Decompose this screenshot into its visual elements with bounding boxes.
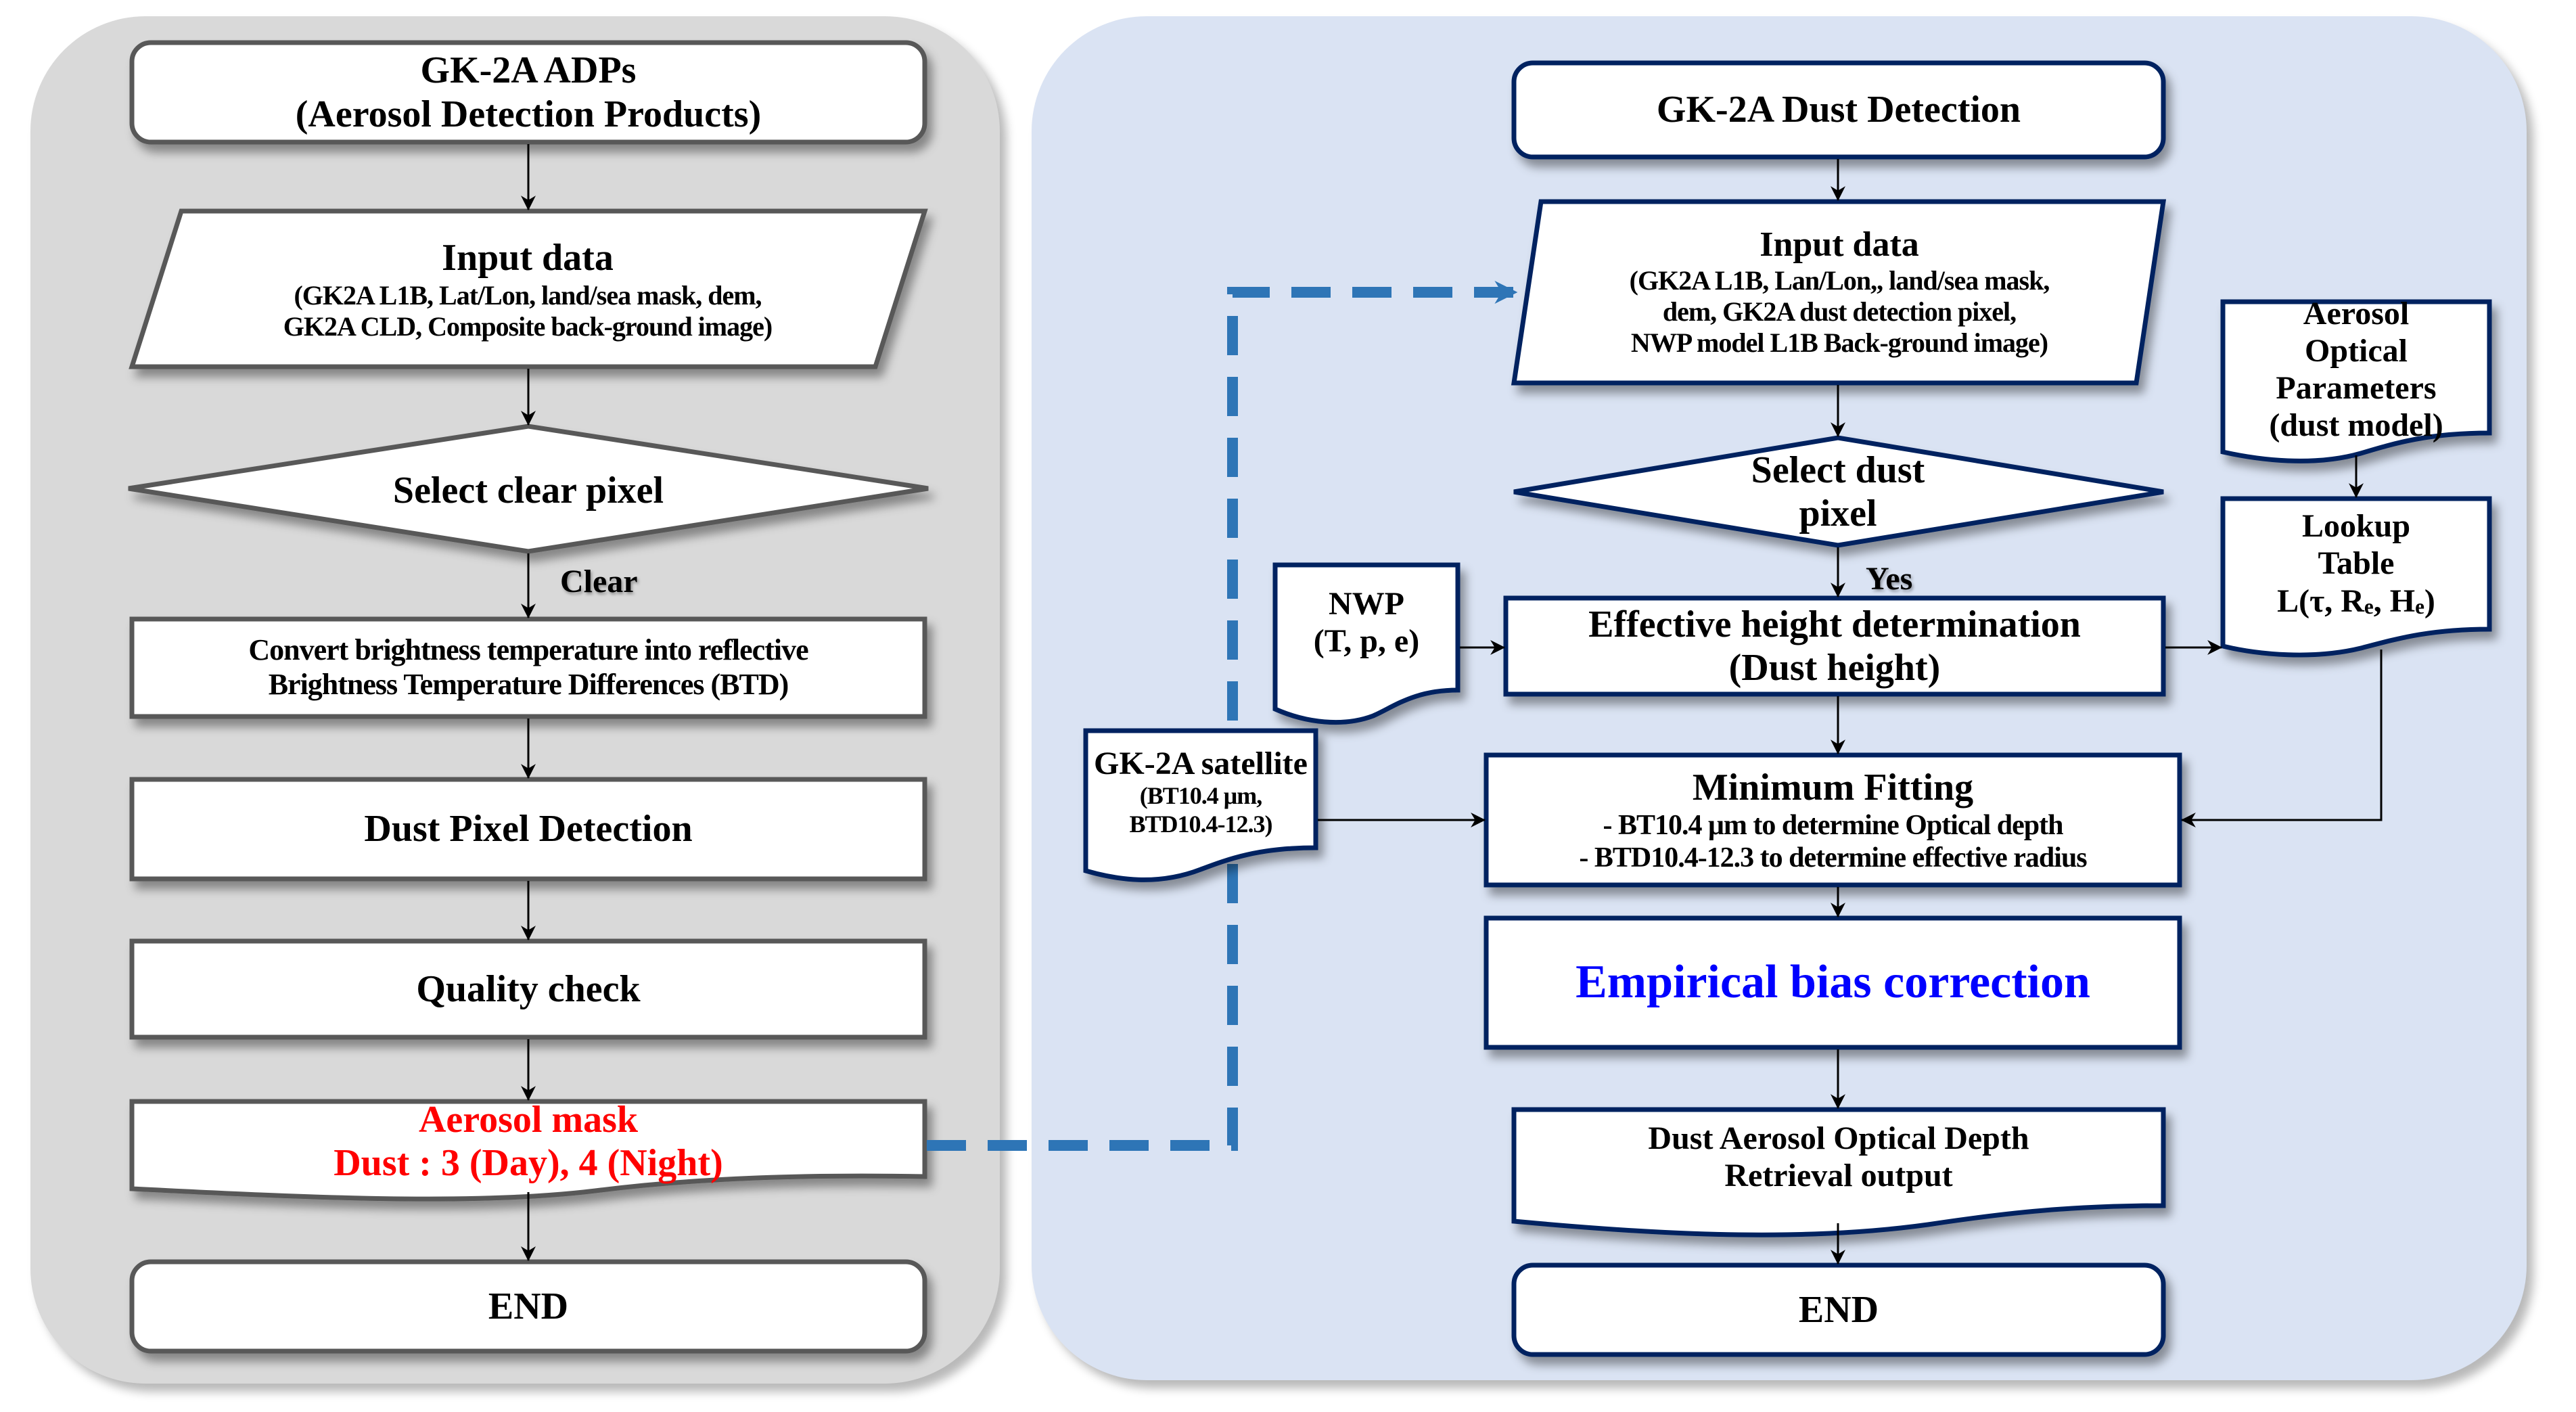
aod-output-line2: Retrieval output (1724, 1158, 1953, 1193)
dust-pixel-decision-label: Select dust pixel (1669, 441, 2007, 543)
adp-end-text: END (132, 1262, 925, 1351)
dust-end-box (1511, 1262, 2166, 1357)
convert-line2: Brightness Temperature Differences (BTD) (268, 668, 789, 701)
clear-pixel-decision-label: Select clear pixel (264, 460, 793, 521)
lookup-line1: Lookup (2301, 508, 2411, 545)
aerosol-params-document (2220, 299, 2492, 463)
quality-check-box (129, 938, 927, 1040)
adp-input-parallelogram (129, 208, 928, 369)
adp-title-line1: GK-2A ADPs (420, 49, 637, 92)
adp-input-text: Input data (GK2A L1B, Lat/Lon, land/sea … (156, 217, 900, 362)
dust-end-text: END (1514, 1265, 2163, 1354)
lookup-fn-prefix: L(τ, R (2277, 583, 2364, 619)
effective-height-text: Effective height determination (Dust hei… (1506, 598, 2163, 694)
min-fitting-box (1484, 752, 2182, 888)
empirical-correction-box (1484, 915, 2182, 1050)
aod-output-text: Dust Aerosol Optical Depth Retrieval out… (1514, 1113, 2163, 1201)
lookup-fn-sub2: e (2415, 594, 2424, 618)
effective-height-line2: (Dust height) (1728, 647, 1941, 689)
aerosol-params-line1: Aerosol (2303, 295, 2410, 332)
adp-input-line2: GK2A CLD, Composite back-ground image) (283, 311, 773, 342)
yes-edge-label: Yes (1866, 561, 1913, 597)
adp-input-line1: (GK2A L1B, Lat/Lon, land/sea mask, dem, (294, 279, 762, 311)
convert-btd-box (129, 616, 927, 719)
aerosol-params-line2: Optical (2305, 332, 2408, 369)
dust-pixel-detection-label: Dust Pixel Detection (364, 808, 693, 850)
lookup-table-text: Lookup Table L(τ, Re, He) (2223, 499, 2489, 629)
dust-pixel-decision (1513, 435, 2164, 548)
adp-end-box (129, 1259, 927, 1354)
dust-title-label: GK-2A Dust Detection (1656, 89, 2021, 131)
effective-height-box (1503, 595, 2166, 697)
aerosol-mask-line2: Dust : 3 (Day), 4 (Night) (334, 1142, 723, 1184)
lookup-fn-sub1: e (2364, 594, 2374, 618)
dust-input-line3: NWP model L1B Back-ground image) (1630, 327, 2048, 358)
aod-output-line1: Dust Aerosol Optical Depth (1648, 1120, 2029, 1156)
dust-pixel-detection-text: Dust Pixel Detection (132, 779, 925, 879)
lookup-fn-mid: , H (2373, 583, 2416, 619)
aerosol-mask-document (129, 1099, 927, 1202)
aerosol-params-text: Aerosol Optical Parameters (dust model) (2223, 296, 2489, 444)
min-fitting-line1: Minimum Fitting (1692, 766, 1974, 809)
satellite-line1: GK-2A satellite (1094, 746, 1308, 782)
adp-input-heading: Input data (442, 237, 614, 279)
dust-input-text: Input data (GK2A L1B, Lan/Lon,, land/sea… (1529, 203, 2150, 380)
lookup-line2: Table (2318, 545, 2395, 582)
arrow-lookup-to-fitting (2180, 650, 2383, 827)
lookup-function: L(τ, Re, He) (2277, 583, 2435, 620)
nwp-text: NWP (T, p, e) (1275, 572, 1458, 673)
quality-check-text: Quality check (132, 941, 925, 1037)
lookup-fn-suffix: ) (2424, 583, 2435, 619)
adp-title-line2: (Aerosol Detection Products) (295, 93, 762, 135)
min-fitting-text: Minimum Fitting - BT10.4 μm to determine… (1486, 755, 2180, 885)
dust-input-line1: (GK2A L1B, Lan/Lon,, land/sea mask, (1629, 265, 2050, 296)
dust-title-text: GK-2A Dust Detection (1514, 63, 2163, 157)
clear-pixel-decision-text: Select clear pixel (392, 469, 664, 511)
dust-pixel-detection-box (129, 777, 927, 882)
effective-height-line1: Effective height determination (1588, 603, 2081, 645)
aerosol-mask-text: Aerosol mask Dust : 3 (Day), 4 (Night) (132, 1097, 925, 1185)
empirical-correction-text: Empirical bias correction (1486, 918, 2180, 1047)
dust-input-heading: Input data (1760, 225, 1919, 265)
dust-title-box (1511, 60, 2166, 160)
right-connectors (1318, 159, 2383, 1265)
adp-title-box (129, 40, 927, 145)
satellite-document (1083, 728, 1318, 882)
aerosol-params-line4: (dust model) (2269, 407, 2443, 444)
min-fitting-line3: - BTD10.4-12.3 to determine effective ra… (1579, 842, 2087, 874)
lookup-table-document (2220, 496, 2492, 658)
clear-edge-label: Clear (560, 564, 638, 599)
satellite-line3: BTD10.4-12.3) (1129, 810, 1273, 838)
nwp-line2: (T, p, e) (1313, 623, 1420, 659)
nwp-document (1272, 562, 1460, 725)
dust-end-label: END (1798, 1288, 1879, 1331)
dashed-mask-to-input-connector (927, 281, 1518, 1151)
empirical-correction-label: Empirical bias correction (1576, 956, 2090, 1009)
aod-output-document (1511, 1107, 2166, 1237)
aerosol-mask-line1: Aerosol mask (418, 1098, 639, 1141)
satellite-text: GK-2A satellite (BT10.4 μm, BTD10.4-12.3… (1086, 737, 1316, 846)
convert-btd-text: Convert brightness temperature into refl… (132, 619, 925, 716)
dust-decision-line1: Select dust (1751, 449, 1925, 491)
clear-pixel-decision (128, 424, 929, 554)
dust-input-parallelogram (1511, 199, 2167, 386)
dust-input-line2: dem, GK2A dust detection pixel, (1662, 296, 2017, 327)
aerosol-params-line3: Parameters (2276, 370, 2437, 406)
satellite-line2: (BT10.4 μm, (1139, 782, 1262, 810)
nwp-line1: NWP (1329, 585, 1404, 622)
dust-decision-line2: pixel (1799, 493, 1877, 534)
convert-line1: Convert brightness temperature into refl… (248, 633, 808, 667)
adp-end-label: END (488, 1285, 569, 1327)
min-fitting-line2: - BT10.4 μm to determine Optical depth (1603, 809, 2064, 841)
adp-title: GK-2A ADPs (Aerosol Detection Products) (132, 43, 925, 142)
quality-check-label: Quality check (416, 967, 641, 1010)
